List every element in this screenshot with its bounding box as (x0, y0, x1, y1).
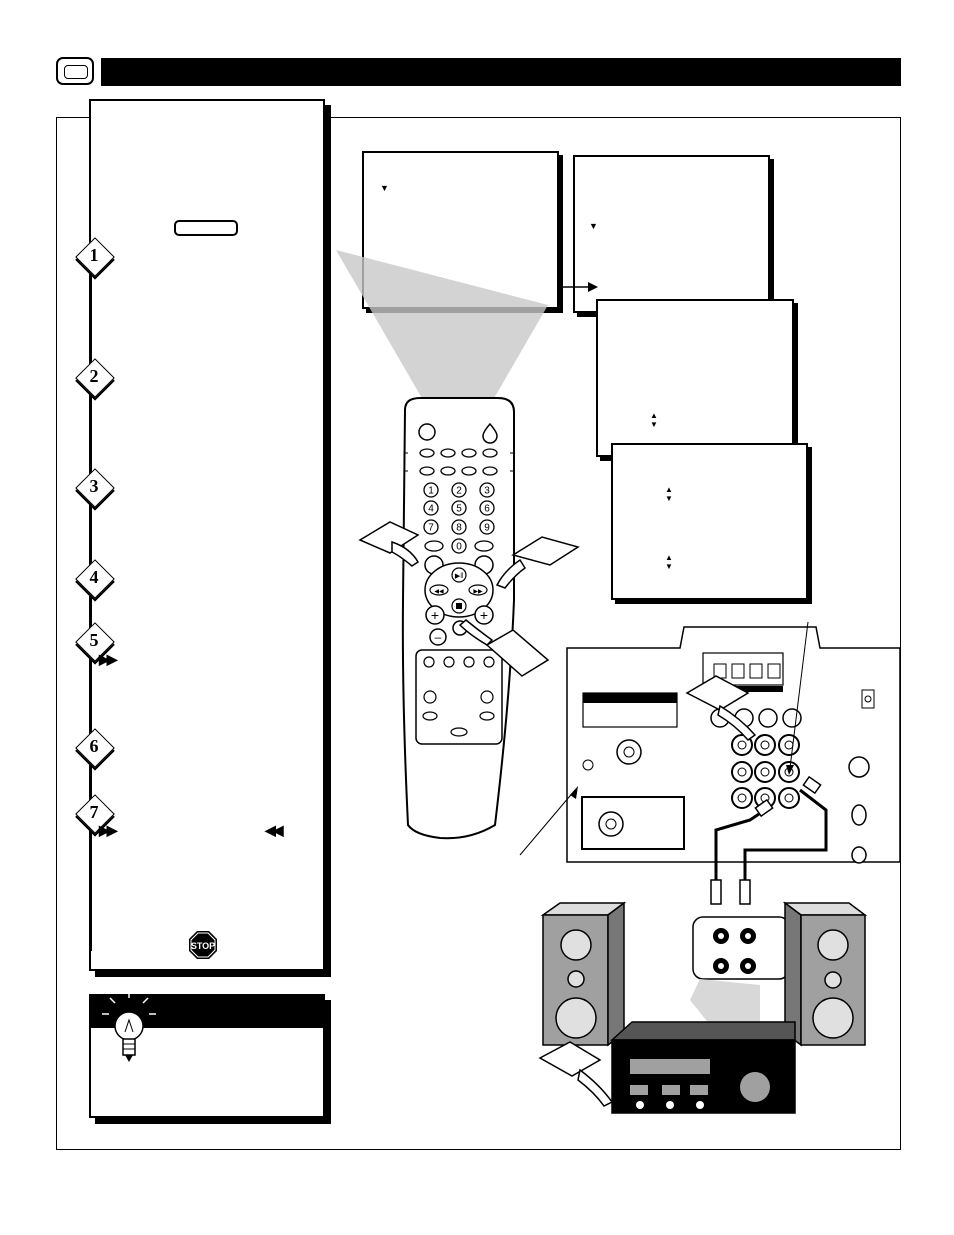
remote-drop-button (482, 422, 498, 444)
steps-panel: 1 2 3 4 5 ▶▶ 6 7 ▶▶ ◀◀ STOP (75, 99, 325, 971)
remote-number-button[interactable] (451, 538, 467, 554)
remote-number-button[interactable] (479, 519, 495, 535)
remote-number-label: 8 (456, 523, 462, 534)
svg-text:+: + (480, 607, 488, 623)
rca-jack-top (782, 708, 802, 728)
rca-jack-top (758, 708, 778, 728)
step-number: 2 (89, 366, 99, 386)
remote-beam (336, 250, 548, 400)
svg-text:▶▶: ▶▶ (473, 589, 483, 595)
remote-numpad: 1 2 3 4 5 6 7 8 9 0 (423, 482, 495, 554)
remote-play-pause-button (451, 567, 467, 583)
speaker-icon (782, 901, 868, 1047)
step-number: 5 (89, 630, 99, 650)
remote-number-label: 6 (484, 504, 490, 515)
svg-text:▶‖: ▶‖ (455, 573, 463, 580)
lightbulb-icon (99, 992, 159, 1066)
rca-jack-center (760, 740, 770, 750)
remote-power-button (418, 423, 436, 441)
stop-sign-icon: STOP (188, 930, 218, 960)
audio-cables (714, 788, 828, 880)
remote-number-label: 9 (484, 523, 490, 534)
menu-screen-3: ▲▼ (596, 299, 794, 457)
remote-number-button[interactable] (451, 500, 467, 516)
remote-number-button[interactable] (451, 482, 467, 498)
up-down-arrow-icon: ▲▼ (665, 485, 673, 503)
amplifier-input-jacks (690, 916, 790, 1025)
svg-text:+: + (431, 607, 439, 623)
fast-forward-icon: ▶▶ (99, 824, 117, 839)
arrow-right-icon (560, 282, 598, 292)
remote-number-label: 5 (456, 504, 462, 515)
remote-number-label: 2 (456, 486, 462, 497)
stop-sign-label: STOP (191, 941, 215, 951)
remote-number-button[interactable] (423, 482, 439, 498)
remote-number-button[interactable] (423, 500, 439, 516)
remote-number-button[interactable] (423, 519, 439, 535)
rca-jack-center (760, 767, 770, 777)
down-arrow-icon: ▼ (380, 183, 389, 193)
input-box (581, 796, 685, 850)
fast-forward-icon: ▶▶ (99, 653, 117, 668)
amplifier-icon (610, 1021, 796, 1114)
section-title-bar (101, 58, 901, 86)
up-down-arrow-icon: ▲▼ (665, 553, 673, 571)
menu-button-icon (174, 220, 238, 236)
tip-panel (89, 992, 325, 1118)
step-number: 1 (89, 245, 99, 265)
svg-text:◀◀: ◀◀ (434, 589, 444, 595)
remote-number-label: 7 (428, 523, 434, 534)
step-number: 4 (89, 567, 99, 587)
rca-jack-center (737, 793, 747, 803)
hand-pointer-icon (358, 521, 580, 677)
tv-back-panel (519, 621, 901, 864)
step-number: 3 (89, 476, 99, 496)
steps-rule (91, 251, 93, 951)
remote-number-label: 4 (428, 504, 434, 515)
step-number: 7 (89, 802, 99, 822)
up-down-arrow-icon: ▲▼ (650, 411, 658, 429)
svg-text:–: – (435, 630, 442, 644)
remote-number-button[interactable] (479, 482, 495, 498)
down-arrow-icon: ▼ (589, 221, 598, 231)
menu-screen-4: ▲▼ ▲▼ (611, 443, 808, 600)
page-number-badge (56, 57, 94, 85)
remote-number-label: 0 (456, 542, 462, 553)
badge-inner (64, 65, 88, 79)
hand-pointer-icon (538, 1041, 614, 1107)
remote-number-button[interactable] (479, 500, 495, 516)
main-frame (56, 117, 901, 1150)
rca-jack-center (784, 740, 794, 750)
remote-rewind-button (429, 584, 449, 596)
remote-number-label: 1 (428, 486, 434, 497)
rewind-icon: ◀◀ (265, 824, 283, 839)
rca-jack-center (737, 767, 747, 777)
remote-number-button[interactable] (451, 519, 467, 535)
rca-jack-center (784, 793, 794, 803)
remote-control-icon: 1 2 3 4 5 6 7 8 9 0 ▶‖ ◀◀ ▶▶ + + – (401, 397, 515, 840)
hand-pointer-icon (685, 675, 757, 742)
remote-number-label: 3 (484, 486, 490, 497)
step-number: 6 (89, 736, 99, 756)
remote-ffwd-button (468, 584, 488, 596)
menu-screen-2: ▼ (573, 155, 770, 313)
rca-jack-center (737, 740, 747, 750)
speaker-icon (540, 901, 627, 1047)
